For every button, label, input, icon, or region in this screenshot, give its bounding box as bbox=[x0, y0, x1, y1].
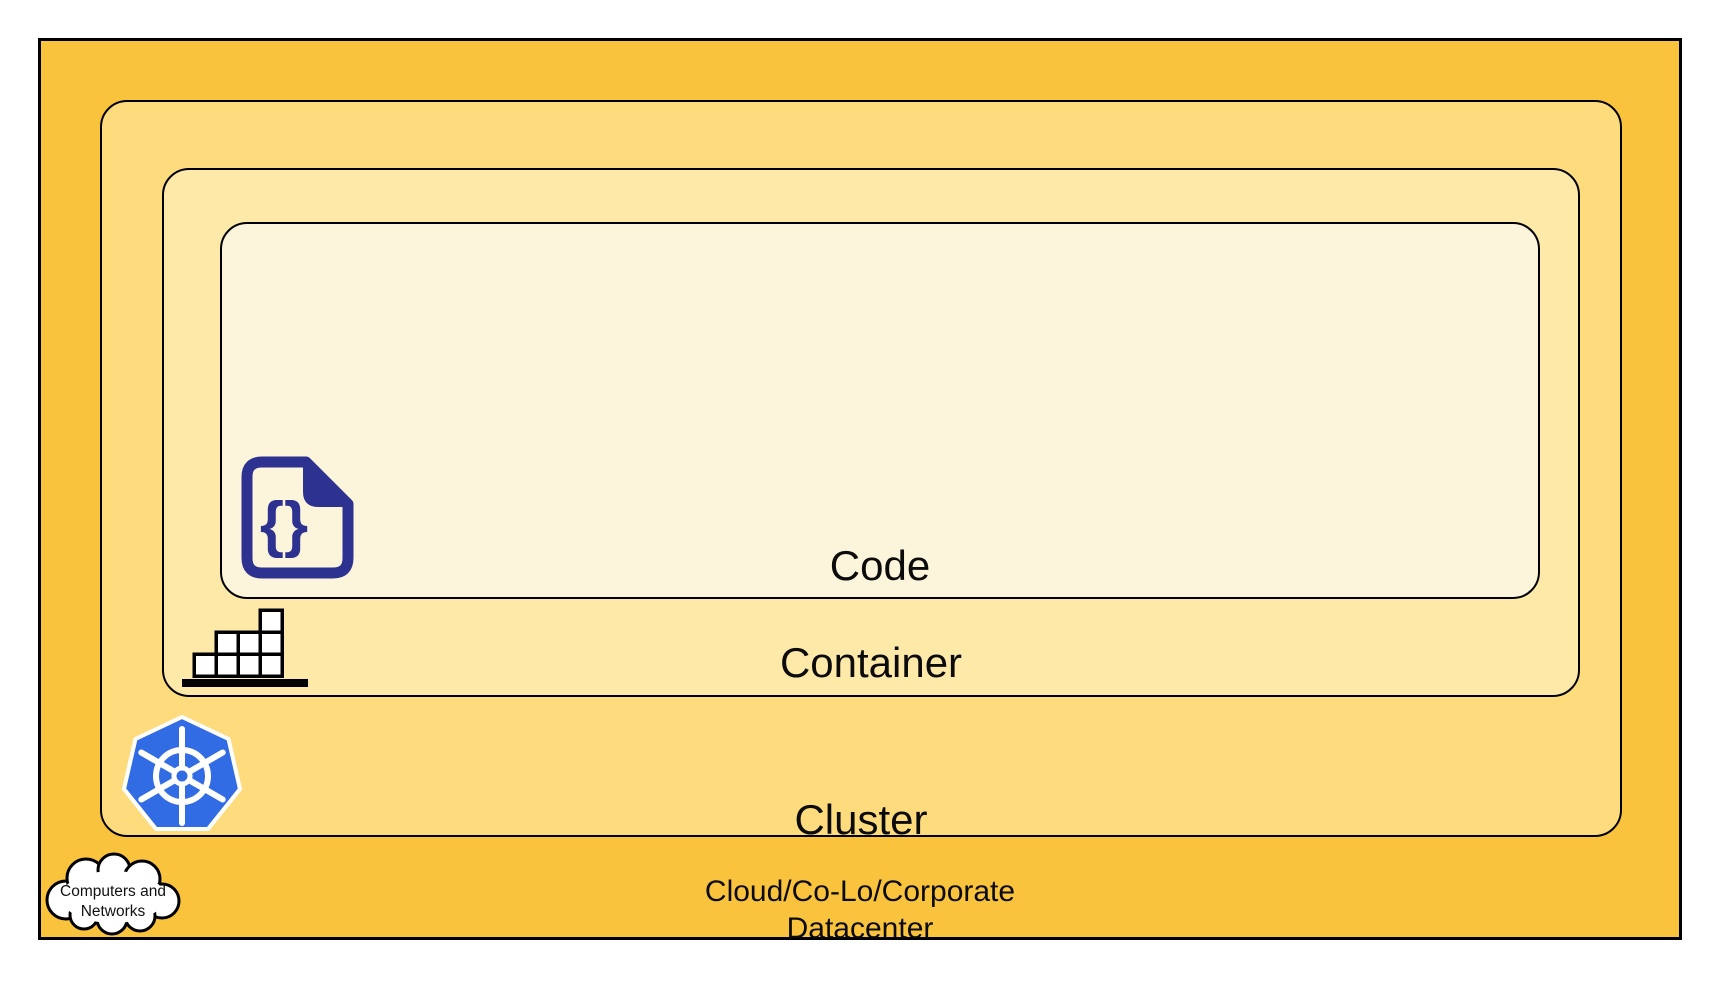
cloud-callout-line1: Computers and bbox=[60, 883, 166, 900]
datacenter-label-line2: Datacenter bbox=[786, 912, 934, 945]
code-label: Code bbox=[829, 542, 931, 589]
container-label: Container bbox=[779, 639, 963, 686]
cluster-label: Cluster bbox=[794, 796, 928, 843]
svg-text:{}: {} bbox=[260, 490, 308, 559]
layer-container: {} Code bbox=[162, 168, 1580, 697]
layer-code: {} Code bbox=[220, 222, 1540, 599]
datacenter-label: Cloud/Co-Lo/Corporate Datacenter bbox=[41, 873, 1679, 947]
cloud-icon: Computers and Networks bbox=[45, 852, 181, 936]
kubernetes-icon bbox=[122, 715, 242, 831]
datacenter-label-line1: Cloud/Co-Lo/Corporate bbox=[704, 875, 1016, 908]
layer-datacenter: {} Code bbox=[38, 38, 1682, 945]
layer-cluster: {} Code bbox=[100, 100, 1622, 841]
cloud-callout-line2: Networks bbox=[81, 903, 146, 920]
code-file-icon: {} bbox=[241, 456, 354, 579]
container-bricks-icon bbox=[182, 608, 308, 687]
